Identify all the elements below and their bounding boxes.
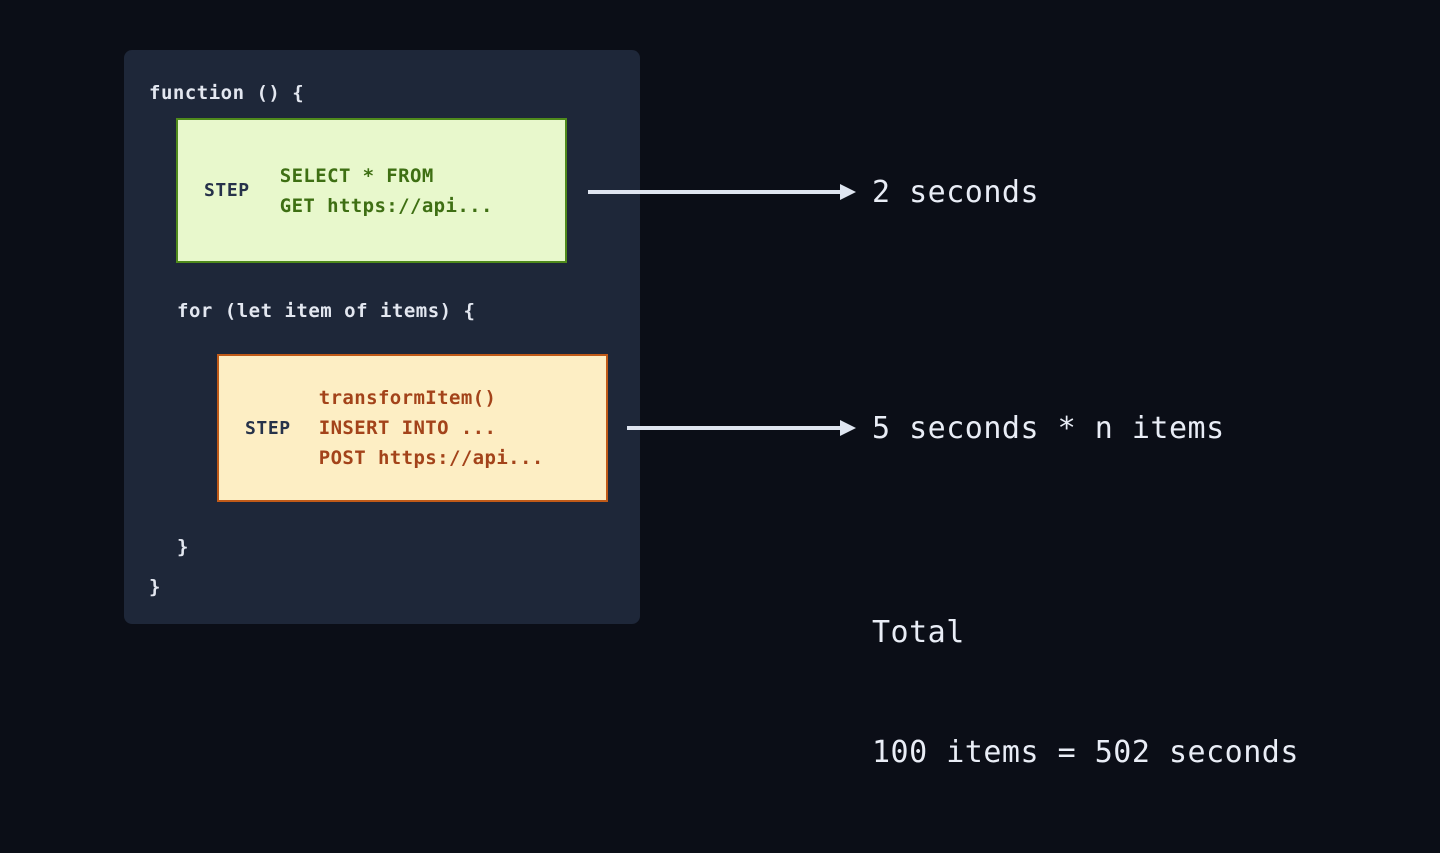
code-line-function-open: function () { xyxy=(149,82,305,104)
step-label-green: STEP xyxy=(204,180,250,201)
step-box-orange: STEP transformItem() INSERT INTO ... POS… xyxy=(217,354,608,502)
code-line-for-open: for (let item of items) { xyxy=(177,300,476,322)
arrow-shaft xyxy=(627,426,842,430)
arrow-head xyxy=(840,184,856,200)
step-body-orange: transformItem() INSERT INTO ... POST htt… xyxy=(318,387,544,469)
annotation-step2-duration: 5 seconds * n items xyxy=(872,411,1225,446)
code-panel: function () { STEP SELECT * FROM GET htt… xyxy=(124,50,640,624)
step-body-green: SELECT * FROM GET https://api... xyxy=(279,164,493,217)
arrow-right-icon-step2 xyxy=(627,418,856,438)
arrow-shaft xyxy=(588,190,842,194)
diagram-canvas: function () { STEP SELECT * FROM GET htt… xyxy=(124,50,1298,770)
arrow-right-icon-step1 xyxy=(588,182,856,202)
total-block: Total 100 items = 502 seconds xyxy=(872,533,1299,853)
code-line-function-close: } xyxy=(149,576,161,598)
step-label-orange: STEP xyxy=(245,417,291,439)
step-box-green: STEP SELECT * FROM GET https://api... xyxy=(176,118,567,263)
total-heading: Total xyxy=(872,615,965,650)
arrow-head xyxy=(840,420,856,436)
annotation-step1-duration: 2 seconds xyxy=(872,175,1040,210)
code-line-for-close: } xyxy=(177,536,189,558)
total-equation: 100 items = 502 seconds xyxy=(872,735,1299,770)
